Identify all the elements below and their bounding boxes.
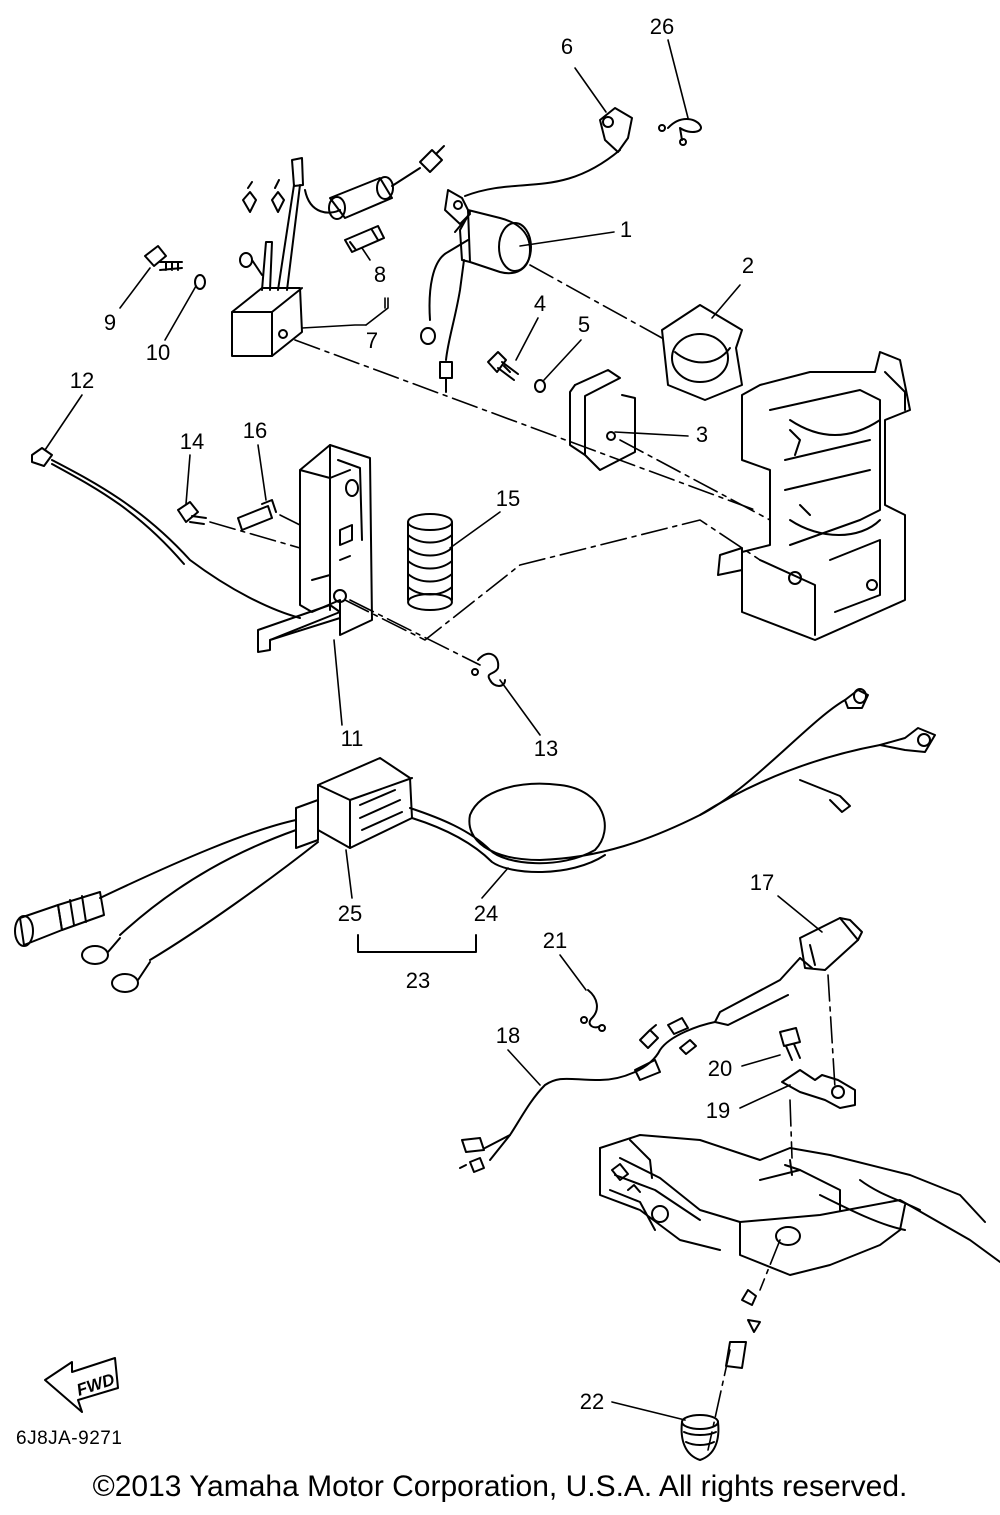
connector-12	[31, 447, 53, 467]
callout-19: 19	[706, 1098, 730, 1123]
clip-13	[477, 652, 506, 687]
callout-21: 21	[543, 928, 567, 953]
fwd-arrow-icon	[44, 1357, 119, 1413]
relay-lead-wire	[464, 149, 621, 197]
relay-bracket-2	[661, 304, 743, 401]
bottom-cowling	[599, 1134, 1000, 1276]
callout-18: 18	[496, 1023, 520, 1048]
callout-23: 23	[406, 968, 430, 993]
collar-16	[237, 499, 277, 531]
cdi-unit-11	[257, 444, 373, 653]
screw-20	[779, 1027, 801, 1061]
clamp-19	[781, 1069, 856, 1109]
starter-relay	[420, 189, 532, 393]
callout-8: 8	[374, 262, 386, 287]
callout-3: 3	[696, 422, 708, 447]
callout-6: 6	[561, 34, 573, 59]
grommet-22	[680, 1289, 761, 1461]
callout-1: 1	[620, 217, 632, 242]
main-harness-24	[14, 688, 936, 993]
callout-22: 22	[580, 1389, 604, 1414]
fuse-holder	[304, 145, 445, 220]
bracket-3	[569, 369, 636, 471]
switch-17	[714, 917, 863, 1026]
grommet-15	[407, 513, 453, 611]
fuse-8	[344, 225, 385, 253]
callout-26: 26	[650, 14, 674, 39]
callout-labels: 1 2 3 4 5 6 7 8 9 10 11 12 13 14 15 16 1…	[70, 14, 774, 1414]
screw-9	[144, 245, 183, 271]
leader-lines	[44, 39, 823, 1421]
callout-17: 17	[750, 870, 774, 895]
bolt-14	[177, 501, 207, 525]
callout-14: 14	[180, 429, 204, 454]
callout-15: 15	[496, 486, 520, 511]
callout-24: 24	[474, 901, 498, 926]
callout-5: 5	[578, 312, 590, 337]
washer-5	[534, 379, 546, 393]
diagram-code: 6J8JA-9271	[16, 1428, 123, 1449]
callout-16: 16	[243, 418, 267, 443]
callout-13: 13	[534, 736, 558, 761]
battery-terminal-6	[599, 107, 633, 153]
callout-11: 11	[341, 726, 364, 751]
engine-mount-bracket	[717, 351, 911, 641]
callout-9: 9	[104, 310, 116, 335]
washer-10	[194, 274, 206, 290]
copyright-notice: ©2013 Yamaha Motor Corporation, U.S.A. A…	[92, 1470, 908, 1503]
harness-18	[459, 1017, 716, 1173]
callout-12: 12	[70, 368, 94, 393]
clip-26	[667, 118, 702, 141]
callout-2: 2	[742, 253, 754, 278]
rectifier-7	[231, 184, 303, 357]
callout-7: 7	[366, 328, 378, 353]
callout-25: 25	[338, 901, 362, 926]
group-bracket-23	[357, 934, 477, 953]
clip-21	[587, 989, 601, 1029]
callout-20: 20	[708, 1056, 732, 1081]
callout-10: 10	[146, 340, 170, 365]
wire-cap	[291, 157, 304, 187]
callout-4: 4	[534, 291, 546, 316]
bolt-4	[487, 351, 519, 381]
